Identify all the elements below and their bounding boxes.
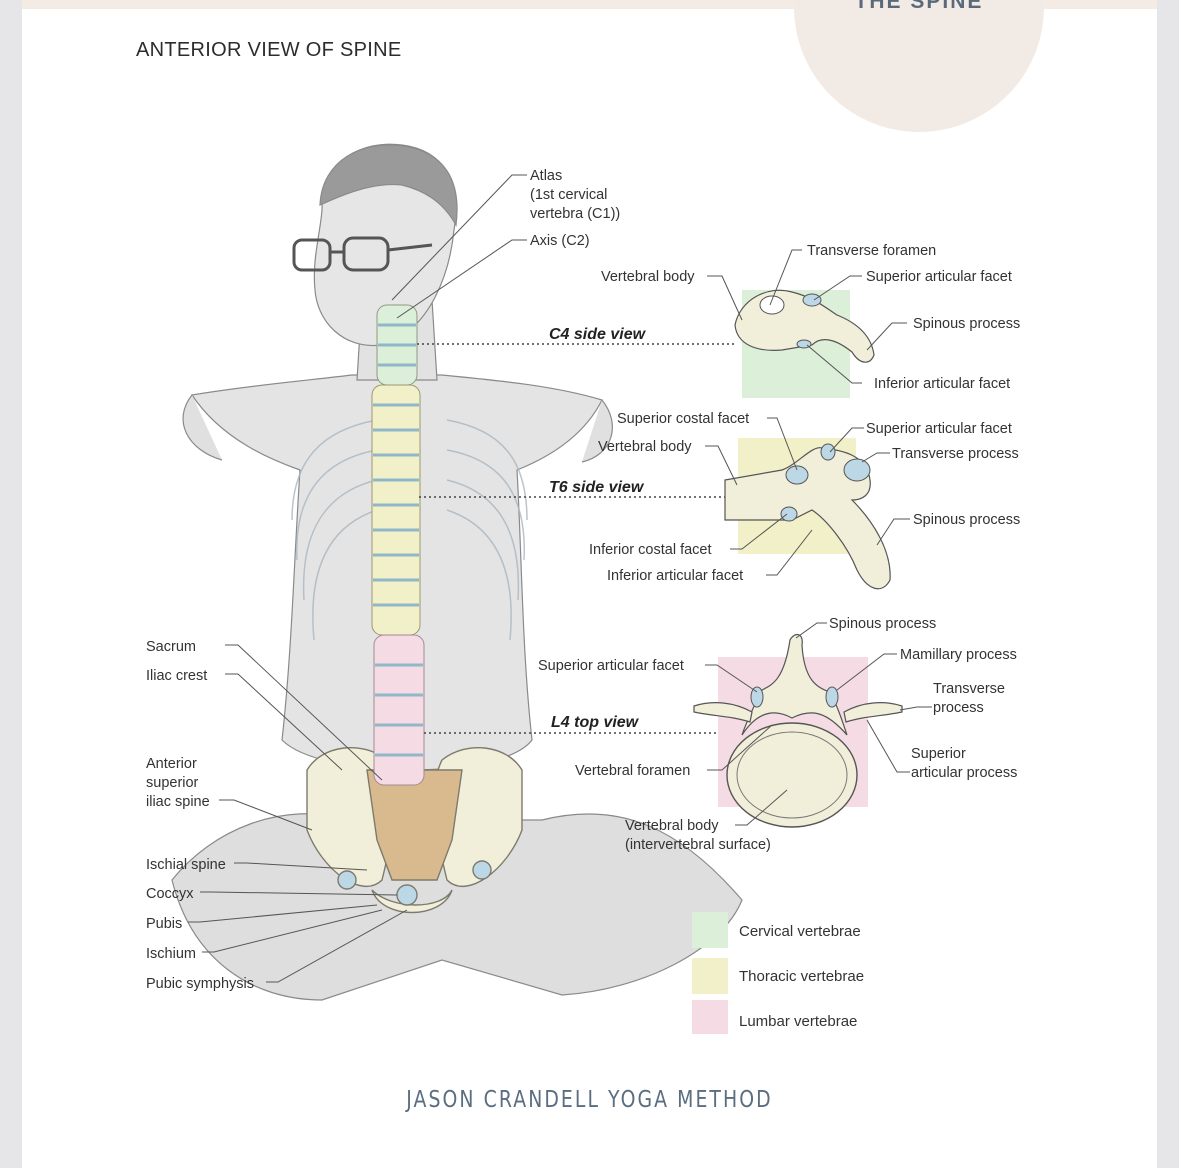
legend-swatch-cervical xyxy=(692,912,728,948)
t6-superior-articular-facet: Superior articular facet xyxy=(866,421,1012,437)
label-coccyx: Coccyx xyxy=(146,886,194,902)
spine-column xyxy=(371,304,425,786)
legend-label-cervical: Cervical vertebrae xyxy=(739,923,861,940)
t6-inferior-articular-facet: Inferior articular facet xyxy=(607,568,743,584)
c4-leaders xyxy=(707,249,907,384)
t6-inferior-costal-facet: Inferior costal facet xyxy=(589,542,712,558)
label-asis-line3: iliac spine xyxy=(146,794,210,810)
t6-transverse-process: Transverse process xyxy=(892,446,1019,462)
c4-inferior-articular-facet: Inferior articular facet xyxy=(874,376,1010,392)
figure-leaders xyxy=(188,174,527,983)
t6-superior-costal-facet: Superior costal facet xyxy=(617,411,749,427)
l4-superior-articular-facet: Superior articular facet xyxy=(538,658,684,674)
legend: Cervical vertebrae Thoracic vertebrae Lu… xyxy=(692,912,864,1034)
label-asis-line1: Anterior xyxy=(146,756,197,772)
c4-view-label: C4 side view xyxy=(549,326,647,343)
label-pubic-symphysis: Pubic symphysis xyxy=(146,976,254,992)
label-pubis: Pubis xyxy=(146,916,182,932)
c4-superior-articular-facet: Superior articular facet xyxy=(866,269,1012,285)
label-atlas-line2: (1st cervical xyxy=(530,187,607,203)
l4-leaders xyxy=(705,622,932,826)
c4-spinous-process: Spinous process xyxy=(913,316,1020,332)
l4-superior-articular-process-line2: articular process xyxy=(911,765,1017,781)
l4-mamillary-process: Mamillary process xyxy=(900,647,1017,663)
t6-leaders xyxy=(705,417,910,576)
footer-brand: JASON CRANDELL YOGA METHOD xyxy=(406,1087,773,1113)
l4-spinous-process: Spinous process xyxy=(829,616,936,632)
l4-transverse-process-line1: Transverse xyxy=(933,681,1005,697)
pelvis xyxy=(306,747,523,914)
c4-vertebra xyxy=(734,289,875,398)
c4-vertebral-body: Vertebral body xyxy=(601,269,695,285)
spine-diagram: Sacrum Iliac crest Anterior superior ili… xyxy=(146,143,1020,1034)
label-asis-line2: superior xyxy=(146,775,199,791)
label-ischial-spine: Ischial spine xyxy=(146,857,226,873)
l4-superior-articular-process-line1: Superior xyxy=(911,746,966,762)
top-band xyxy=(22,0,1157,9)
view-title: ANTERIOR VIEW OF SPINE xyxy=(136,39,402,61)
l4-view-label: L4 top view xyxy=(551,714,640,731)
t6-vertebra xyxy=(724,438,891,590)
legend-swatch-thoracic xyxy=(692,958,728,994)
t6-spinous-process: Spinous process xyxy=(913,512,1020,528)
label-sacrum: Sacrum xyxy=(146,639,196,655)
l4-vertebra xyxy=(693,634,903,828)
label-iliac-crest: Iliac crest xyxy=(146,668,207,684)
l4-transverse-process-line2: process xyxy=(933,700,984,716)
label-axis: Axis (C2) xyxy=(530,233,590,249)
legend-label-lumbar: Lumbar vertebrae xyxy=(739,1013,857,1030)
l4-vertebral-foramen: Vertebral foramen xyxy=(575,763,690,779)
t6-vertebral-body: Vertebral body xyxy=(598,439,692,455)
section-title: THE SPINE xyxy=(854,0,984,13)
label-atlas-line1: Atlas xyxy=(530,168,562,184)
view-connectors xyxy=(417,343,734,734)
label-ischium: Ischium xyxy=(146,946,196,962)
legend-label-thoracic: Thoracic vertebrae xyxy=(739,968,864,985)
t6-view-label: T6 side view xyxy=(549,479,645,496)
c4-transverse-foramen: Transverse foramen xyxy=(807,243,936,259)
l4-vertebral-body-line1: Vertebral body xyxy=(625,818,719,834)
label-atlas-line3: vertebra (C1)) xyxy=(530,206,620,222)
l4-vertebral-body-line2: (intervertebral surface) xyxy=(625,837,771,853)
page: THE SPINE ANTERIOR VIEW OF SPINE xyxy=(22,0,1157,1168)
legend-swatch-lumbar xyxy=(692,1000,728,1034)
